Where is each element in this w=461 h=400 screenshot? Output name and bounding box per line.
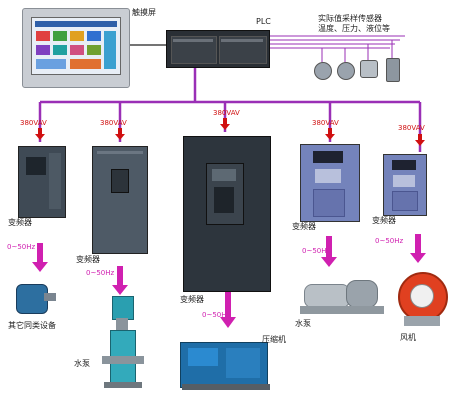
water-pump-label-2: 水泵 xyxy=(295,319,311,328)
voltage-label-1: 380VAV xyxy=(20,119,47,127)
horizontal-pump xyxy=(300,272,384,318)
touchscreen-label: 触摸屏 xyxy=(132,8,156,17)
sensor-3-icon xyxy=(360,60,378,78)
freq-label-2: 0~50Hz xyxy=(86,269,115,277)
output-arrows xyxy=(32,234,426,328)
fan-unit xyxy=(394,266,450,328)
sensor-links xyxy=(268,35,405,62)
compressor-label: 压缩机 xyxy=(262,335,286,344)
freq-label-4: 0~50Hz xyxy=(302,247,331,255)
freq-label-1: 0~50Hz xyxy=(7,243,36,251)
touchscreen-device xyxy=(22,8,130,88)
voltage-label-5: 380VAV xyxy=(398,124,425,132)
sensors-label-line1: 实际值采样传感器 xyxy=(318,14,382,23)
inverter-label-3: 变频器 xyxy=(180,295,204,304)
other-equipment-label: 其它同类设备 xyxy=(8,321,56,330)
sensor-4-icon xyxy=(386,58,400,82)
inverter-2 xyxy=(92,146,148,254)
inverter-label-2: 变频器 xyxy=(76,255,100,264)
sensor-1-icon xyxy=(314,62,332,80)
sensor-2-icon xyxy=(337,62,355,80)
inverter-label-5: 变频器 xyxy=(372,216,396,225)
plc-device xyxy=(166,30,270,68)
inverter-4 xyxy=(300,144,360,222)
touchscreen-display xyxy=(31,17,121,75)
voltage-label-4: 380VAV xyxy=(312,119,339,127)
motor-equipment xyxy=(16,280,56,316)
sensors-label-line2: 温度、压力、液位等 xyxy=(318,24,390,33)
freq-label-3: 0~50Hz xyxy=(202,311,231,319)
inverter-label-4: 变频器 xyxy=(292,222,316,231)
water-pump-label-1: 水泵 xyxy=(74,359,90,368)
fan-label: 风机 xyxy=(400,333,416,342)
inverter-label-1: 变频器 xyxy=(8,218,32,227)
plc-label: PLC xyxy=(256,17,271,26)
vertical-pump xyxy=(100,296,146,390)
inverter-1 xyxy=(18,146,66,218)
voltage-label-2: 380VAV xyxy=(100,119,127,127)
power-arrows xyxy=(35,118,425,146)
inverter-5 xyxy=(383,154,427,216)
compressor-unit xyxy=(180,334,272,392)
voltage-label-3: 380VAV xyxy=(213,109,240,117)
freq-label-5: 0~50Hz xyxy=(375,237,404,245)
inverter-3 xyxy=(183,136,271,292)
